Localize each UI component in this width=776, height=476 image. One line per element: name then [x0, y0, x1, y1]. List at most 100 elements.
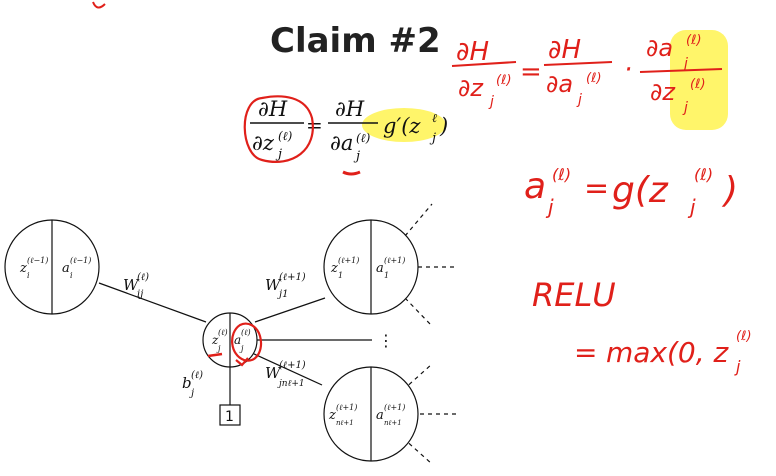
activation-rhs-sup: (ℓ) — [694, 165, 713, 184]
formula-equals: = — [306, 113, 323, 137]
gprime-close: ) — [439, 114, 448, 138]
relu-eq: = — [574, 336, 597, 369]
chain-lhs-bar — [451, 61, 517, 67]
edge-center-bottom — [251, 352, 323, 386]
network-diagram — [4, 203, 460, 465]
chain-rhs-num: ∂a — [646, 34, 673, 62]
activation-rhs: g(z — [612, 170, 669, 211]
rhs-den-sub: j — [353, 149, 360, 164]
chain-lhs-sub: j — [488, 94, 494, 110]
activation-close: ) — [721, 170, 738, 211]
weight-ij-label: W — [123, 276, 140, 294]
left-a-sup: (ℓ−1) — [70, 256, 91, 265]
lhs-denominator: ∂z — [252, 131, 275, 155]
bias-label: b — [182, 374, 192, 392]
activation-lhs-sub: j — [545, 195, 554, 219]
center-a-ink-circle — [231, 322, 263, 362]
chain-rhs-bar — [639, 68, 723, 73]
chain-mid-num: ∂H — [548, 35, 581, 65]
edge-center-top — [254, 297, 326, 323]
main-formula: ∂H ∂z j (ℓ) = ∂H ∂a j (ℓ) g′(z j ℓ ) — [250, 97, 448, 164]
bottom-a-sub: nℓ+1 — [384, 419, 402, 427]
relu-sub: j — [734, 357, 741, 376]
left-z-label: z — [19, 261, 27, 276]
gprime-sub: j — [429, 131, 436, 146]
chain-rhs-den: ∂z — [650, 78, 676, 106]
bias-input-value: 1 — [225, 409, 234, 425]
chain-mid-den: ∂a — [546, 70, 573, 98]
top-a-sub: 1 — [384, 271, 389, 280]
dash-top-up — [404, 203, 433, 237]
weight-jn-label: W — [265, 364, 282, 382]
bottom-z-sup: (ℓ+1) — [336, 403, 357, 412]
top-a-label: a — [376, 261, 384, 276]
center-a-sup: (ℓ) — [241, 328, 251, 337]
left-a-label: a — [62, 261, 70, 276]
chain-mid-sub: j — [576, 92, 582, 108]
center-ink-arrow — [235, 357, 249, 367]
bias-input-box — [219, 404, 241, 426]
weight-j1-sup: (ℓ+1) — [279, 272, 306, 283]
bottom-z-label: z — [328, 408, 336, 423]
chain-dot: · — [624, 55, 632, 85]
lhs-ink-circle — [243, 95, 314, 163]
activation-eq: = — [584, 171, 609, 206]
dash-bottom-down — [402, 437, 433, 465]
dash-top-down — [404, 297, 433, 327]
rhs-denominator: ∂a — [330, 131, 353, 155]
bias-sub: j — [189, 388, 194, 399]
activation-rhs-sub: j — [687, 195, 696, 219]
weight-j1-label: W — [265, 276, 282, 294]
activation-lhs: a — [524, 166, 546, 207]
bottom-a-label: a — [376, 408, 384, 423]
weight-jn-sub: jnℓ+1 — [277, 379, 305, 389]
center-z-label: z — [211, 333, 219, 347]
weight-jn-sup: (ℓ+1) — [279, 360, 306, 371]
lhs-den-sup: (ℓ) — [278, 129, 293, 143]
dash-bottom-up — [402, 363, 433, 391]
chain-rhs-den-sup: (ℓ) — [690, 77, 706, 92]
chain-rhs-num-sub: j — [682, 56, 688, 72]
left-a-sub: i — [70, 271, 73, 280]
slide-title: Claim #2 — [270, 21, 441, 61]
top-z-sup: (ℓ+1) — [338, 256, 359, 265]
center-a-label: a — [234, 333, 241, 347]
top-a-sup: (ℓ+1) — [384, 256, 405, 265]
weight-j1-sub: j1 — [277, 289, 288, 300]
left-z-sup: (ℓ−1) — [27, 256, 48, 265]
chain-lhs-den: ∂z — [458, 74, 484, 102]
weight-ij-sup: (ℓ) — [137, 272, 149, 283]
bias-sup: (ℓ) — [191, 370, 203, 381]
vertical-ellipsis: ⋮ — [378, 331, 394, 350]
handwritten-annotations: ∂H ∂z j (ℓ) = ∂H ∂a j (ℓ) · ∂a j (ℓ) ∂z … — [451, 33, 752, 376]
activation-lhs-sup: (ℓ) — [552, 165, 571, 184]
bottom-z-sub: nℓ+1 — [336, 419, 354, 427]
edge-left-center — [98, 282, 207, 323]
network-labels: z i (ℓ−1) a i (ℓ−1) z j (ℓ) a j (ℓ) z 1 … — [19, 256, 405, 427]
bottom-a-sup: (ℓ+1) — [384, 403, 405, 412]
weight-ij-sub: ij — [137, 289, 143, 300]
center-z-ink-underline — [207, 352, 223, 358]
chain-mid-bar — [543, 61, 613, 66]
left-z-sub: i — [27, 271, 30, 280]
gprime-sup: ℓ — [432, 111, 437, 125]
rhs-ink-underline — [342, 170, 361, 176]
chain-mid-sup: (ℓ) — [586, 71, 602, 86]
relu-sup: (ℓ) — [736, 329, 752, 344]
center-a-sub: j — [239, 344, 244, 353]
lhs-numerator: ∂H — [258, 97, 288, 121]
chain-rhs-highlight — [670, 30, 728, 130]
lhs-den-sub: j — [275, 147, 282, 162]
stray-ink-mark — [92, 1, 106, 9]
center-z-sup: (ℓ) — [218, 328, 228, 337]
center-z-sub: j — [216, 344, 221, 353]
top-z-label: z — [330, 261, 338, 276]
top-z-sub: 1 — [338, 271, 343, 280]
rhs-numerator: ∂H — [335, 97, 365, 121]
gprime-term: g′(z — [383, 114, 421, 138]
relu-expr: max(0, z — [606, 336, 730, 369]
chain-eq: = — [520, 57, 542, 87]
chain-rhs-num-sup: (ℓ) — [686, 33, 702, 48]
relu-label: RELU — [532, 276, 616, 314]
